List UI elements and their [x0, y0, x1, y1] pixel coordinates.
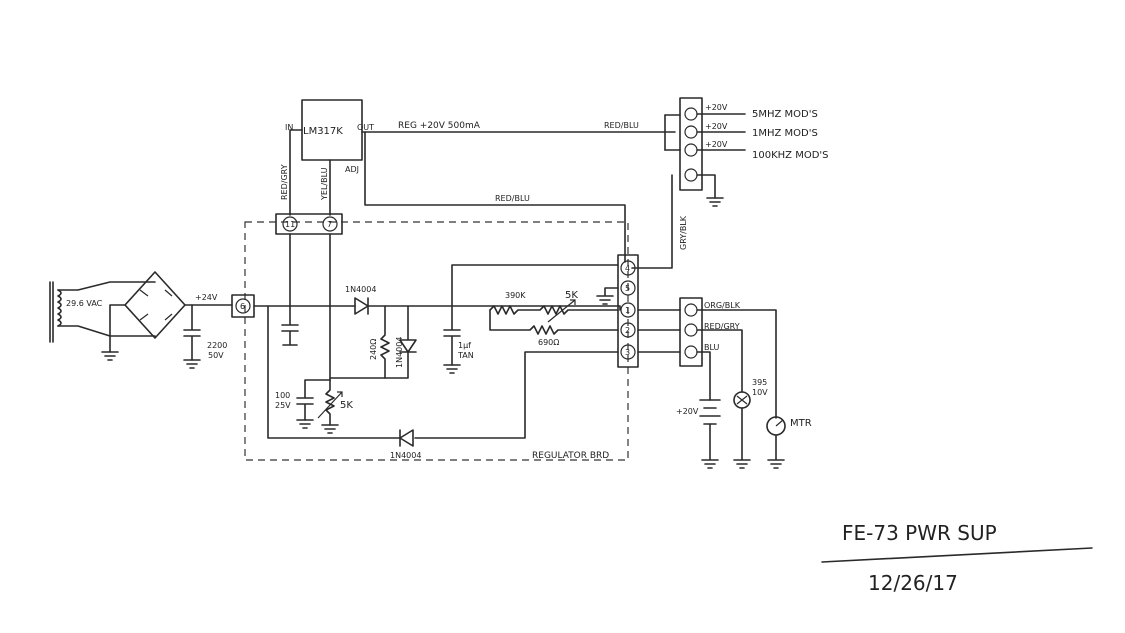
- pin-1-label: 1: [625, 306, 630, 315]
- top-connector-pin: [684, 125, 698, 139]
- ic-in-label: IN: [285, 123, 293, 132]
- gry-blk-wire: [631, 174, 673, 269]
- shunt-diode: [384, 305, 417, 379]
- diode-top-label: 1N4004: [345, 285, 376, 294]
- ground-symbol: [443, 364, 461, 374]
- return-diode: [399, 429, 414, 447]
- ground-symbol: [706, 197, 724, 207]
- ic-part-label: LM317K: [303, 126, 343, 137]
- adj-cap: [296, 379, 331, 421]
- ic-pin-header: 11 7: [275, 213, 343, 235]
- pin-4-label: 4: [625, 264, 630, 273]
- adj-pot: [325, 379, 335, 426]
- meter-label: MTR: [790, 418, 812, 429]
- r240-label: 240Ω: [369, 339, 378, 360]
- top-connector-desc-3: 100KHZ MOD'S: [752, 150, 829, 161]
- r390k-label: 390K: [505, 291, 526, 300]
- diode-v-label: 1N4004: [395, 337, 404, 368]
- r690-resistor: [489, 309, 619, 335]
- top-connector-pin: [684, 143, 698, 157]
- pot-5k-label: 5K: [565, 290, 578, 301]
- r240-resistor: [329, 305, 390, 379]
- series-diode: [354, 297, 369, 315]
- cap-adj-voltage: 25V: [275, 401, 291, 410]
- ground-symbol: [596, 287, 619, 305]
- top-connector-volt-3: +20V: [705, 140, 728, 149]
- lamp-label-2: 10V: [752, 388, 768, 397]
- cap-adj-value: 100: [275, 391, 290, 400]
- transformer-voltage: 29.6 VAC: [66, 299, 103, 308]
- bridge-rectifier: [124, 271, 186, 339]
- r690-label: 690Ω: [538, 338, 559, 347]
- top-connector-volt-1: +20V: [705, 103, 728, 112]
- main-filter-cap: [183, 304, 201, 361]
- top-connector: +20V 5MHZ MOD'S +20V 1MHZ MOD'S +20V 100…: [679, 97, 829, 207]
- pin-5-label: 5: [625, 284, 630, 293]
- cap-main-value: 2200: [207, 341, 227, 350]
- battery-label: +20V: [676, 407, 699, 416]
- pin-2-label: 2: [625, 326, 630, 335]
- ic-adj-label: ADJ: [345, 165, 359, 174]
- pin-3-label: 3: [625, 348, 630, 357]
- lamp-label-1: 395: [752, 378, 767, 387]
- top-connector-desc-2: 1MHZ MOD'S: [752, 128, 818, 139]
- diode-bottom-label: 1N4004: [390, 451, 421, 460]
- cap-tan-value: 1µf: [458, 341, 471, 350]
- wire-label-red-gry: RED/GRY: [280, 164, 289, 200]
- top-connector-pin: [684, 107, 698, 121]
- pin-6-label: 6: [240, 302, 245, 311]
- top-connector-pin: [684, 168, 698, 182]
- ic-out-label: OUT: [357, 123, 374, 132]
- pin-7-label: 7: [327, 220, 332, 229]
- ic-input-wire: [289, 129, 303, 216]
- cap-main-voltage: 50V: [208, 351, 224, 360]
- transformer: 29.6 VAC: [49, 281, 103, 343]
- cap-tan-type: TAN: [457, 351, 474, 360]
- r390k-and-pot: [489, 305, 619, 315]
- title-underline: [821, 547, 1093, 563]
- ground-symbol: [296, 419, 314, 429]
- regulator-board-label: REGULATOR BRD: [532, 451, 609, 461]
- transformer-secondary: [57, 289, 62, 327]
- regulator-board-outline: [244, 221, 629, 461]
- ground-symbol: [183, 359, 201, 369]
- battery: [699, 399, 721, 469]
- meter: [766, 416, 786, 469]
- right-connector-label-2: RED/GRY: [704, 322, 740, 331]
- page-date: 12/26/17: [868, 571, 958, 595]
- top-connector-desc-1: 5MHZ MOD'S: [752, 109, 818, 120]
- wire-label-yel-blu: YEL/BLU: [320, 167, 329, 201]
- lamp: [733, 391, 751, 469]
- reg-output-label: REG +20V 500mA: [398, 121, 481, 131]
- page-title: FE-73 PWR SUP: [842, 521, 997, 545]
- wire-label-red-blu-top: RED/BLU: [604, 121, 639, 130]
- top-connector-volt-2: +20V: [705, 122, 728, 131]
- wire-label-gry-blk: GRY/BLK: [679, 215, 688, 250]
- tan-cap: [443, 305, 461, 366]
- input-bypass-cap: [281, 305, 299, 346]
- right-connector-label-3: BLU: [704, 343, 720, 352]
- wire-label-red-blu-mid: RED/BLU: [495, 194, 530, 203]
- ground-symbol: [321, 424, 339, 434]
- red-blu-return-wire: [364, 131, 626, 263]
- pin-11-label: 11: [285, 220, 295, 229]
- board-pin-header: 4 5 1 2 3: [617, 254, 639, 368]
- ground-symbol: [101, 351, 119, 361]
- v24-label: +24V: [195, 293, 218, 302]
- right-connector-label-1: ORG/BLK: [704, 301, 741, 310]
- adj-pot-label: 5K: [340, 400, 353, 411]
